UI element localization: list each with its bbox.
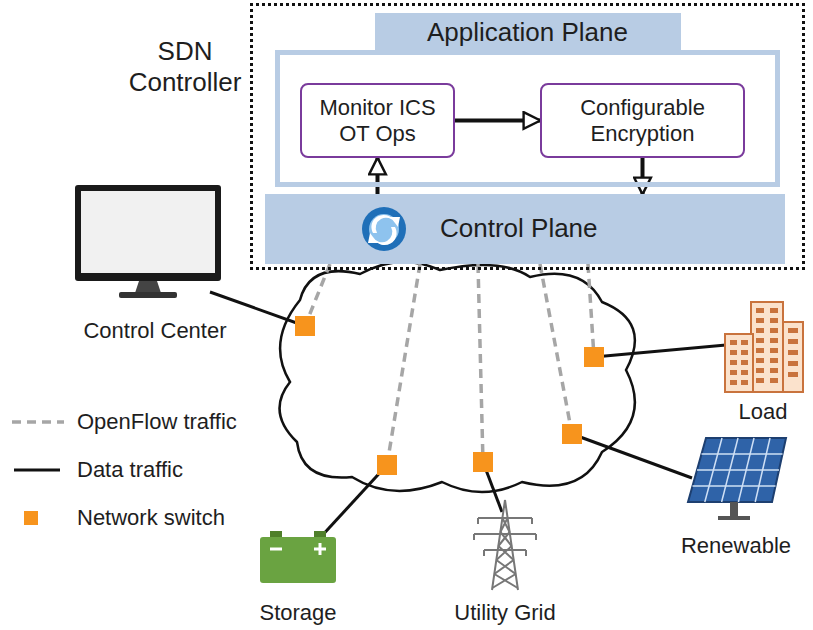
network-switch <box>295 316 315 336</box>
device-node: Renewable <box>668 436 804 558</box>
battery-icon <box>258 529 340 585</box>
monitor-icon <box>75 185 225 301</box>
legend-sample <box>10 460 66 480</box>
legend: OpenFlow trafficData trafficNetwork swit… <box>10 398 290 542</box>
openflow-link <box>588 264 594 357</box>
network-switch <box>473 452 493 472</box>
node-label: Configurable Encryption <box>548 95 737 146</box>
legend-label: OpenFlow traffic <box>74 409 240 435</box>
controller-icon <box>360 205 408 253</box>
network-switches <box>295 316 604 475</box>
legend-sample <box>10 412 66 432</box>
data-link <box>594 345 726 357</box>
plane-band: Control Plane <box>265 194 785 264</box>
device-node: Load <box>718 300 808 424</box>
device-node: Control Center <box>60 185 250 343</box>
node-label: Application Plane <box>375 13 681 53</box>
node-label: Monitor ICS OT Ops <box>308 95 447 146</box>
legend-label: Network switch <box>74 505 228 531</box>
legend-row: Network switch <box>10 494 290 542</box>
process-box: Configurable Encryption <box>540 83 745 158</box>
transmission-tower-icon <box>470 498 540 592</box>
legend-sample <box>10 508 66 528</box>
openflow-link <box>478 264 483 462</box>
data-link <box>572 434 692 478</box>
legend-row: OpenFlow traffic <box>10 398 290 446</box>
legend-label: Data traffic <box>74 457 186 483</box>
node-label: Storage <box>257 600 338 625</box>
data-link <box>318 465 387 540</box>
legend-row: Data traffic <box>10 446 290 494</box>
node-label: Control Center <box>81 318 228 343</box>
plane-frame: Monitor ICS OT Ops Configurable Encryptio… <box>275 50 780 187</box>
network-switch <box>562 424 582 444</box>
network-cloud <box>280 262 635 492</box>
openflow-link <box>387 264 420 465</box>
building-icon <box>721 300 807 394</box>
node-label: Utility Grid <box>452 600 557 625</box>
node-label: SDN Controller <box>123 36 247 98</box>
openflow-lines <box>305 264 594 465</box>
process-box: Monitor ICS OT Ops <box>300 83 455 158</box>
flow-arrow <box>455 119 540 123</box>
solar-panel-icon <box>686 436 790 522</box>
legend-swatch <box>24 511 38 525</box>
device-node: Storage <box>240 527 356 625</box>
openflow-link <box>540 264 572 434</box>
node-label: Load <box>737 399 790 424</box>
node-label: Renewable <box>679 533 793 558</box>
network-switch <box>584 347 604 367</box>
flow-arrow <box>376 158 380 194</box>
data-lines <box>210 292 726 540</box>
node-label: Control Plane <box>440 214 598 244</box>
flow-arrow <box>641 158 645 194</box>
controller-frame: Monitor ICS OT Ops Configurable Encryptio… <box>250 3 805 270</box>
network-switch <box>377 455 397 475</box>
device-node: Utility Grid <box>420 498 590 625</box>
